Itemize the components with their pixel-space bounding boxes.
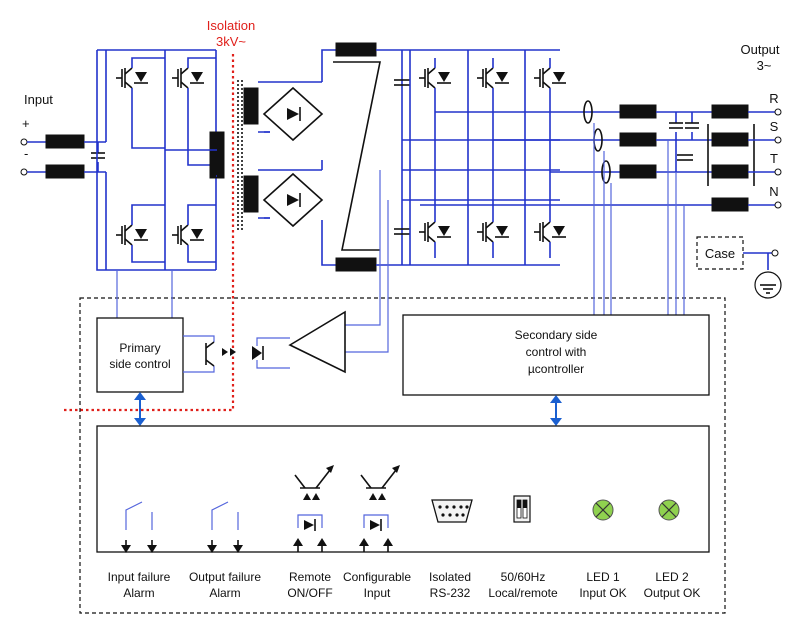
isolation-amplifier: [288, 310, 346, 374]
io-labels: Input failure Alarm Output failure Alarm…: [108, 570, 701, 600]
dc-link-choke-lower: [335, 257, 377, 272]
neutral-label: N: [769, 184, 778, 199]
plus-label: +: [22, 116, 30, 131]
io-label: Alarm: [209, 586, 240, 600]
input-choke-upper: [45, 134, 85, 149]
io-label: 50/60Hz: [501, 570, 546, 584]
io-panel: [96, 425, 710, 553]
io-label: Input failure: [108, 570, 171, 584]
phase-s-label: S: [770, 119, 779, 134]
isolation-voltage-label: 3kV~: [216, 34, 246, 49]
transformer-secondary-lower: [243, 175, 259, 213]
transformer-secondary-upper: [243, 87, 259, 125]
svg-text:Secondary side: Secondary side: [515, 328, 598, 342]
secondary-side-control: [402, 314, 710, 396]
configurable-optocoupler-icon: [359, 465, 400, 552]
control-boundary: [79, 297, 726, 614]
relay-contact-icon: [207, 501, 243, 553]
input-choke-lower: [45, 164, 85, 179]
io-label: Input: [364, 586, 391, 600]
remote-optocoupler-icon: [293, 465, 334, 552]
led-1-icon: [592, 499, 614, 521]
relay-contact-icon: [121, 501, 157, 553]
db9-connector-icon: [431, 499, 473, 523]
output-filter: Output 3~ R S T N: [420, 42, 782, 212]
io-label: Configurable: [343, 570, 411, 584]
io-label: RS-232: [430, 586, 471, 600]
io-label: LED 2: [655, 570, 689, 584]
io-label: ON/OFF: [287, 586, 332, 600]
case-label: Case: [705, 246, 735, 261]
case-earth: Case: [696, 236, 782, 299]
io-label: Output failure: [189, 570, 261, 584]
rectifier: [258, 42, 381, 272]
led-2-icon: [658, 499, 680, 521]
transformer: [237, 80, 259, 230]
io-label: Output OK: [644, 586, 701, 600]
primary-side-control: [96, 317, 184, 393]
input-label: Input: [24, 92, 53, 107]
current-sensors: [583, 100, 611, 184]
svg-text:µcontroller: µcontroller: [528, 362, 584, 376]
io-label: Local/remote: [488, 586, 558, 600]
io-label: Remote: [289, 570, 331, 584]
io-label: Isolated: [429, 570, 471, 584]
isolation-label: Isolation: [207, 18, 255, 33]
phase-r-label: R: [769, 91, 778, 106]
transformer-primary-winding: [209, 131, 225, 179]
minus-label: -: [24, 146, 28, 161]
dip-switch-icon: [513, 495, 531, 523]
isolation-barrier: Isolation 3kV~: [62, 18, 255, 412]
svg-text:Primary: Primary: [119, 341, 160, 355]
svg-text:control with: control with: [526, 345, 587, 359]
primary-bridge: [96, 49, 225, 271]
io-symbols: [121, 465, 680, 553]
optocoupler: [183, 335, 290, 373]
io-label: LED 1: [586, 570, 620, 584]
output-phases-label: 3~: [757, 58, 772, 73]
io-label: Input OK: [579, 586, 626, 600]
inverter: [376, 49, 620, 266]
output-label: Output: [740, 42, 779, 57]
phase-t-label: T: [770, 151, 778, 166]
dc-link-choke-upper: [335, 42, 377, 57]
control-section: Primary side control Secondary side cont…: [79, 123, 726, 614]
input-section: Input + -: [20, 92, 106, 179]
io-label: Alarm: [123, 586, 154, 600]
svg-text:side control: side control: [109, 357, 170, 371]
